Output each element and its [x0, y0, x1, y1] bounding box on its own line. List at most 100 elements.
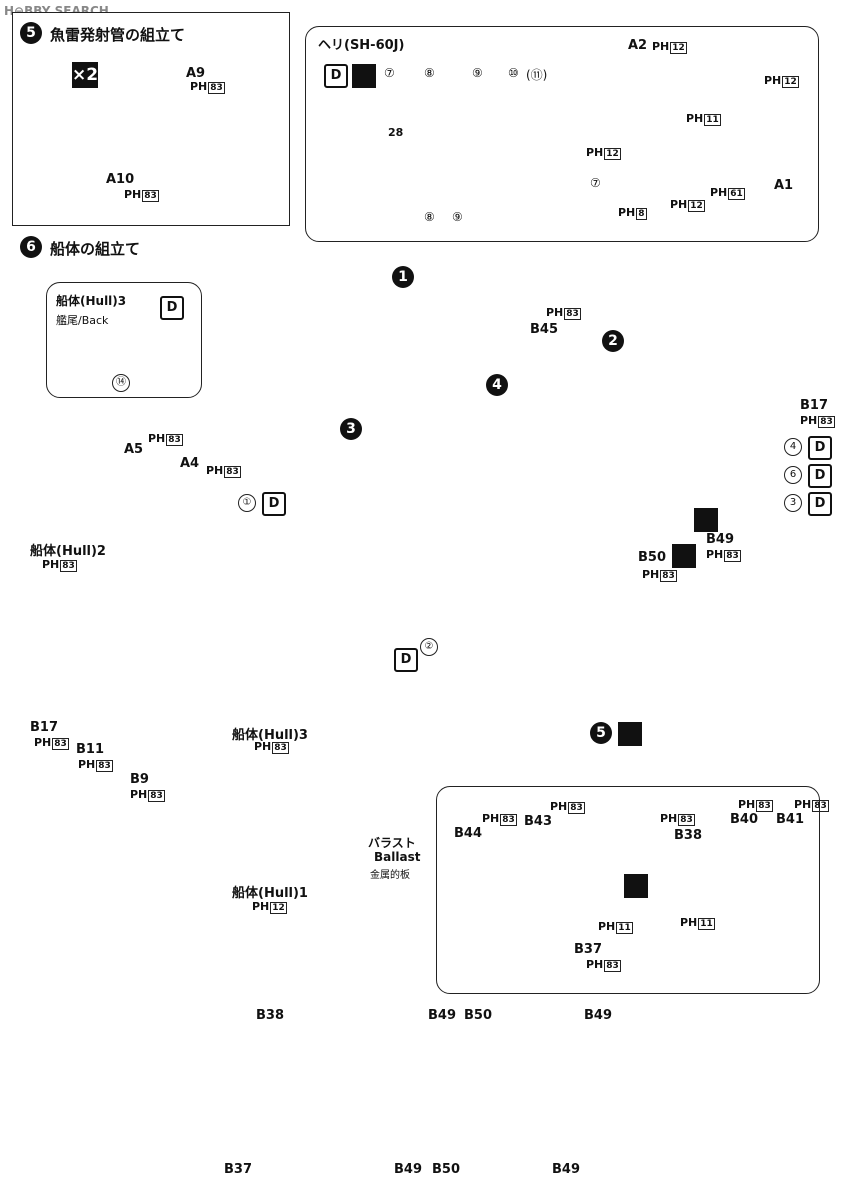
hull3-label: 船体(Hull)3: [232, 728, 308, 743]
plan-box: [481, 1055, 507, 1079]
plan-hatch-left: [253, 1071, 301, 1131]
part-b43-label: B43: [524, 814, 552, 829]
plan-b49c: B49: [394, 1162, 422, 1177]
bowtie-icon: [352, 64, 376, 88]
callout-8-bottom: ⑧: [424, 210, 435, 224]
part-b40-label: B40: [730, 812, 758, 827]
plan-b38: B38: [256, 1008, 284, 1023]
ref-4: 4: [784, 438, 802, 456]
heli-callout-7: ⑦: [590, 176, 601, 190]
callout-1: ①: [238, 494, 256, 512]
plan-b50b: B50: [432, 1162, 460, 1177]
ref-3: 3: [784, 494, 802, 512]
subassembly-4: 4: [486, 374, 508, 396]
part-b44-label: B44: [454, 826, 482, 841]
plan-b37: B37: [224, 1162, 252, 1177]
part-b37-label: B37: [574, 942, 602, 957]
ballast-en: Ballast: [374, 850, 421, 864]
d-decal-icon-hull2: D: [262, 492, 286, 516]
part-b11-label: B11: [76, 742, 104, 757]
callout-10: ⑩: [508, 66, 519, 80]
deck-heli: [735, 353, 757, 383]
hull3-inset-callout-14: ⑭: [112, 374, 130, 392]
part-a4-label: A4: [180, 456, 200, 471]
superstructure-3: [322, 459, 482, 531]
part-b17b-label: B17: [30, 720, 58, 735]
mast-left: [419, 289, 441, 441]
callout-9-bottom: ⑨: [452, 210, 463, 224]
ballast-sub: 金属的板: [370, 870, 410, 881]
step6-title: 船体の組立て: [50, 240, 141, 258]
part-a1-label: A1: [774, 178, 794, 193]
plan-b49a: B49: [428, 1008, 456, 1023]
ballast-plate-top: [345, 685, 387, 701]
subassembly-2: 2: [602, 330, 624, 352]
bowtie-icon-b50: [672, 544, 696, 568]
subassembly-3: 3: [340, 418, 362, 440]
hull1-label: 船体(Hull)1: [232, 886, 308, 901]
plan-b49d: B49: [552, 1162, 580, 1177]
plan-view: [191, 1027, 641, 1167]
multiplier-badge: ×2: [72, 62, 98, 88]
ballast-plate-bottom: [337, 705, 389, 721]
subassembly-1: 1: [392, 266, 414, 288]
part-b17-label: B17: [800, 398, 828, 413]
d-decal-icon: D: [324, 64, 348, 88]
part-a10-label: A10: [106, 172, 135, 187]
torpedo-tube-assembly: [565, 585, 611, 607]
heli-hull-number: 28: [388, 126, 404, 139]
d-icon-r6: D: [808, 464, 832, 488]
part-a9-label: A9: [186, 66, 206, 81]
step5-number: 5: [20, 22, 42, 44]
callout-7: ⑦: [384, 66, 395, 80]
part-b45-label: B45: [530, 322, 558, 337]
part-b41-label: B41: [776, 812, 804, 827]
hull3-inset-subtitle: 艦尾/Back: [56, 314, 109, 327]
ballast-jp: バラスト: [368, 836, 416, 850]
helicopter-title: ヘリ(SH-60J): [318, 38, 405, 53]
part-a5-label: A5: [124, 442, 144, 457]
superstructure-4: [419, 419, 541, 521]
callout-8: ⑧: [424, 66, 435, 80]
bowtie-icon-b49: [694, 508, 718, 532]
callout-2: ②: [420, 638, 438, 656]
superstructure-2: [528, 369, 741, 481]
helicopter-panel: [305, 26, 819, 242]
plan-box-right: [579, 1059, 611, 1085]
step5-title: 魚雷発射管の組立て: [50, 26, 186, 44]
d-icon-hull3: D: [394, 648, 418, 672]
hull3-inset-title: 船体(Hull)3: [56, 294, 127, 308]
plan-hatch-mid: [417, 1055, 463, 1119]
bowtie-icon-5: [618, 722, 642, 746]
plan-box-small: [515, 1117, 545, 1147]
subassembly-5: 5: [590, 722, 612, 744]
part-b49-label: B49: [706, 532, 734, 547]
boat-on-deck: [495, 609, 545, 631]
part-a2-label: A2: [628, 38, 648, 53]
plan-b49b: B49: [584, 1008, 612, 1023]
part-b38-label: B38: [674, 828, 702, 843]
